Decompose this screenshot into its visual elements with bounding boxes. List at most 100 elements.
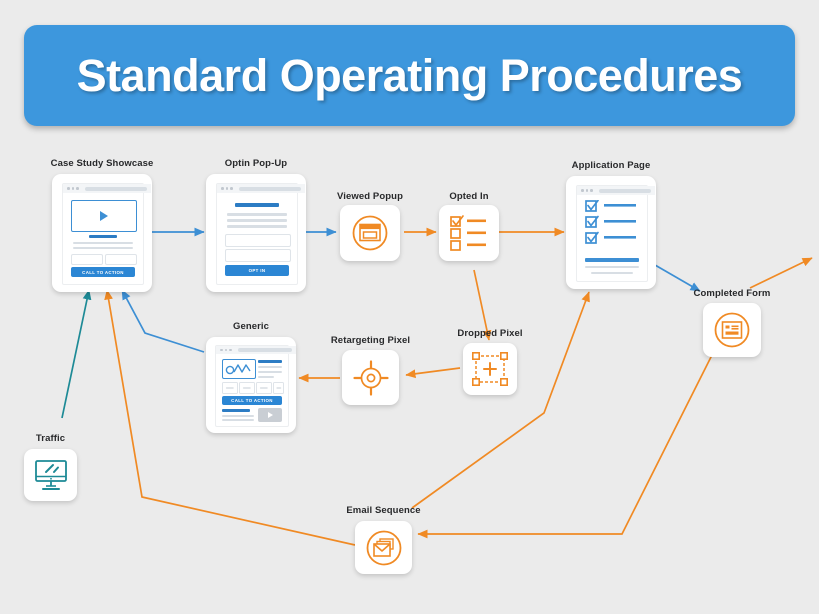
node-application-page[interactable]: Application Page (566, 160, 656, 289)
form-field[interactable] (105, 254, 137, 265)
text-line (222, 415, 254, 417)
subhead-line (222, 409, 250, 412)
pixel-placement-icon (472, 352, 508, 386)
traffic-tile[interactable] (24, 449, 77, 501)
browser-dot (67, 187, 70, 190)
node-opted-in[interactable]: Opted In (439, 191, 499, 261)
optin-button[interactable]: OPT IN (225, 265, 289, 276)
dropped-pixel-tile[interactable] (463, 343, 517, 395)
node-case-study-showcase[interactable]: Case Study Showcase CALL TO ACTION (51, 158, 153, 292)
case-study-showcase-card[interactable]: CALL TO ACTION (52, 174, 152, 292)
arrow-generic-to-case-study (121, 289, 205, 353)
email-envelopes-icon (366, 530, 401, 565)
browser-dot (220, 348, 223, 352)
form-field[interactable] (71, 254, 103, 265)
node-label-generic: Generic (232, 321, 270, 332)
arrow-completed-form-to-offscreen (749, 257, 813, 289)
browser-dot (71, 187, 74, 190)
browser-dot (590, 189, 593, 192)
video-thumbnail (258, 408, 282, 422)
page-title: Standard Operating Procedures (76, 49, 743, 101)
text-line (585, 266, 639, 269)
headline-line (235, 203, 279, 207)
generic-landing-page-icon: CALL TO ACTION (215, 345, 296, 427)
text-line (73, 247, 133, 249)
generic-card[interactable]: CALL TO ACTION (206, 337, 296, 433)
node-optin-popup[interactable]: Optin Pop-Up OPT IN (206, 158, 306, 292)
node-label-viewed-popup: Viewed Popup (337, 191, 403, 202)
arrow-traffic-to-case-study (61, 289, 92, 419)
text-line (591, 272, 633, 275)
form-field[interactable] (225, 249, 291, 262)
node-viewed-popup[interactable]: Viewed Popup (337, 191, 403, 261)
arrow-dropped-pixel-to-retargeting-pixel (405, 367, 461, 379)
form-field[interactable] (225, 234, 291, 247)
cta-button[interactable]: CALL TO ACTION (71, 267, 135, 277)
text-line (258, 371, 282, 373)
text-line (227, 219, 287, 222)
text-line (227, 213, 287, 216)
browser-dot (76, 187, 79, 190)
opted-in-tile[interactable] (439, 205, 499, 261)
text-line (258, 376, 274, 378)
text-line (73, 242, 133, 244)
cta-button[interactable]: CALL TO ACTION (222, 396, 282, 405)
desktop-monitor-icon (34, 460, 67, 490)
play-icon (267, 412, 273, 418)
viewed-popup-tile[interactable] (340, 205, 400, 261)
browser-dot (224, 348, 227, 352)
feature-box (239, 382, 255, 394)
browser-dot (585, 189, 588, 192)
node-completed-form[interactable]: Completed Form (694, 288, 770, 357)
optin-form-page-icon: OPT IN (216, 183, 305, 285)
node-label-case-study-showcase: Case Study Showcase (50, 158, 154, 169)
video-player-box (71, 200, 137, 232)
chart-graphic (222, 359, 256, 379)
node-label-email-sequence: Email Sequence (346, 505, 421, 516)
popup-window-icon (352, 215, 388, 251)
node-label-completed-form: Completed Form (693, 288, 771, 299)
feature-box (222, 382, 238, 394)
node-label-dropped-pixel: Dropped Pixel (457, 328, 523, 339)
browser-dot (225, 187, 228, 190)
blue-checklist (585, 200, 636, 244)
play-icon (100, 211, 108, 221)
text-line (258, 366, 282, 368)
application-page-card[interactable] (566, 176, 656, 289)
node-generic[interactable]: Generic (206, 321, 296, 433)
browser-urlbar (237, 348, 292, 352)
submit-bar (585, 258, 639, 262)
headline-line (89, 235, 117, 238)
browser-dot (221, 187, 224, 190)
email-sequence-tile[interactable] (355, 521, 412, 574)
headline-line (258, 360, 282, 363)
video-landing-page-icon: CALL TO ACTION (62, 183, 151, 285)
completed-form-tile[interactable] (703, 303, 761, 357)
node-email-sequence[interactable]: Email Sequence (346, 505, 421, 574)
retargeting-pixel-tile[interactable] (342, 350, 399, 405)
completed-form-icon (714, 312, 750, 348)
text-line (227, 225, 287, 228)
arrow-email-sequence-to-application-page (411, 291, 590, 509)
browser-dot (230, 187, 233, 190)
node-traffic[interactable]: Traffic (24, 433, 77, 501)
target-crosshair-icon (352, 359, 389, 396)
text-line (222, 419, 254, 421)
node-dropped-pixel[interactable]: Dropped Pixel (457, 328, 522, 395)
browser-urlbar (238, 186, 301, 191)
browser-dot (229, 348, 232, 352)
page-header-banner: Standard Operating Procedures (24, 25, 795, 126)
feature-box (273, 382, 284, 394)
checklist-icon (450, 215, 486, 251)
node-retargeting-pixel[interactable]: Retargeting Pixel (331, 335, 410, 405)
optin-popup-card[interactable]: OPT IN (206, 174, 306, 292)
node-label-application-page: Application Page (571, 160, 651, 171)
node-label-optin-popup: Optin Pop-Up (224, 158, 288, 169)
feature-box (256, 382, 272, 394)
browser-dot (581, 189, 584, 192)
node-label-opted-in: Opted In (449, 191, 489, 202)
browser-urlbar (598, 188, 651, 193)
node-label-traffic: Traffic (35, 433, 66, 444)
node-label-retargeting-pixel: Retargeting Pixel (330, 335, 411, 346)
